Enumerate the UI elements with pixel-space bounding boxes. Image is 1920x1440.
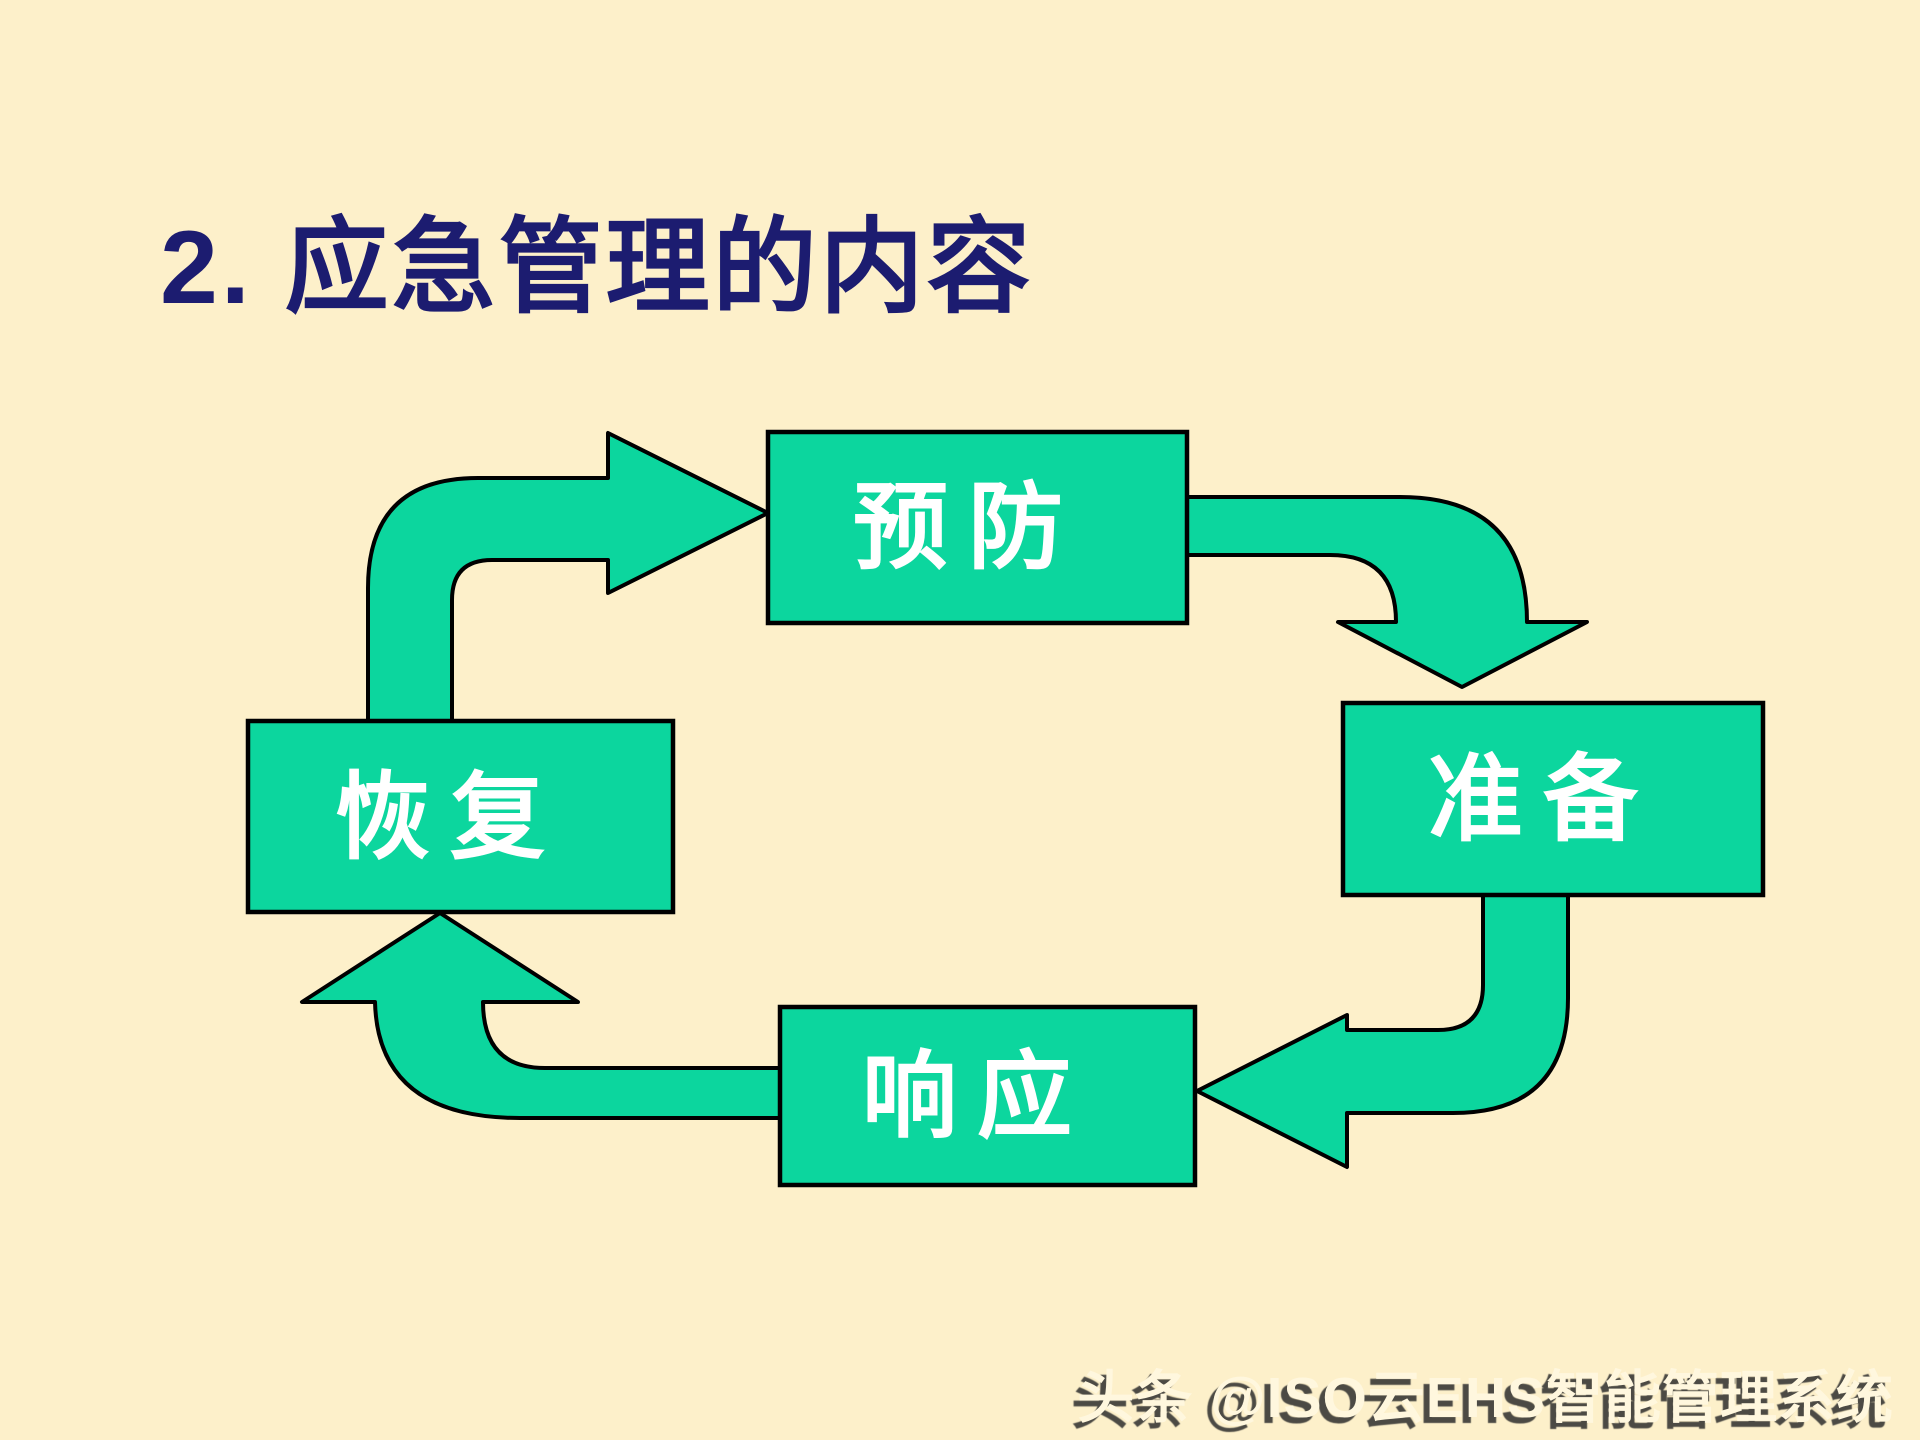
node-preparation: 准备 <box>1340 700 1766 898</box>
node-recovery-box <box>245 718 676 915</box>
arrow-preparation-to-response-icon <box>1195 891 1570 1169</box>
page-title: 2. 应急管理的内容 <box>160 210 1034 326</box>
arrow-prevention-to-preparation-icon <box>1183 495 1589 689</box>
node-recovery: 恢复 <box>245 718 676 915</box>
node-preparation-label: 准备 <box>1428 747 1658 853</box>
node-prevention: 预防 <box>765 429 1190 626</box>
node-response: 响应 <box>777 1004 1198 1188</box>
arrow-recovery-to-prevention-icon <box>366 431 770 723</box>
arrow-response-to-recovery-icon <box>300 911 782 1120</box>
node-prevention-label: 预防 <box>853 475 1083 581</box>
node-preparation-box <box>1340 700 1766 898</box>
node-prevention-box <box>765 429 1190 626</box>
node-response-box <box>777 1004 1198 1188</box>
node-recovery-label: 恢复 <box>335 765 565 871</box>
node-response-label: 响应 <box>862 1044 1092 1150</box>
watermark: 头条 @ISO云EHS智能管理系统 <box>1077 1366 1894 1430</box>
